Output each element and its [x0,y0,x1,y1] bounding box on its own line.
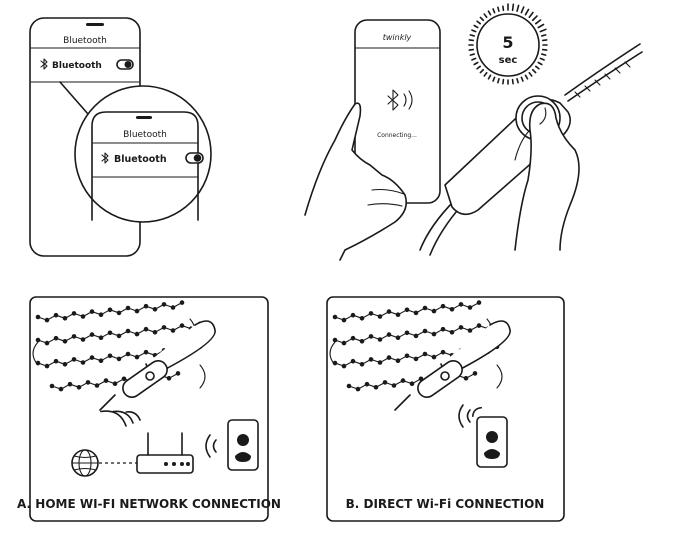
phone-bluetooth-panel: Bluetooth Bluetooth Bluetooth Bluetooth [29,17,212,257]
phone-app-a [227,419,259,471]
router-icon [136,432,194,474]
phone-app-b [476,416,508,468]
zoom-callout [59,81,212,223]
zoom-bluetooth-icon [101,152,109,164]
connecting-status: Connecting... [377,132,417,139]
wifi-icon-direct [458,404,483,428]
twinkly-brand: twinkly [383,33,412,42]
light-strings-b [329,300,503,392]
timer-unit: sec [499,55,518,66]
right-hand [514,102,580,251]
zoom-header-title: Bluetooth [123,130,167,140]
panel-b-frame [326,296,565,522]
timer-icon [468,3,548,85]
globe-icon [71,449,99,477]
bluetooth-toggle[interactable] [116,59,134,70]
controller-a [99,320,216,411]
timer-value: 5 [502,33,513,52]
phone-header-title: Bluetooth [63,36,107,46]
direct-wifi-panel: B. DIRECT Wi-Fi CONNECTION [326,296,565,522]
zoom-bluetooth-toggle[interactable] [185,152,204,164]
zoom-bluetooth-setting-label: Bluetooth [114,154,167,165]
caption-direct-wifi: B. DIRECT Wi-Fi CONNECTION [346,497,545,511]
bluetooth-signal-icon [387,89,413,111]
caption-home-wifi: A. HOME WI-FI NETWORK CONNECTION [17,497,281,511]
connecting-panel: twinkly Connecting... 5 sec [304,3,643,261]
left-hand [304,102,408,261]
controller-b [394,320,511,411]
wifi-icon-router [100,410,141,427]
home-wifi-panel: A. HOME WI-FI NETWORK CONNECTION [17,296,281,522]
panel-a-frame [29,296,269,522]
bluetooth-setting-label: Bluetooth [52,61,102,71]
bluetooth-icon [40,58,48,70]
wifi-icon-phone-a [205,434,217,458]
